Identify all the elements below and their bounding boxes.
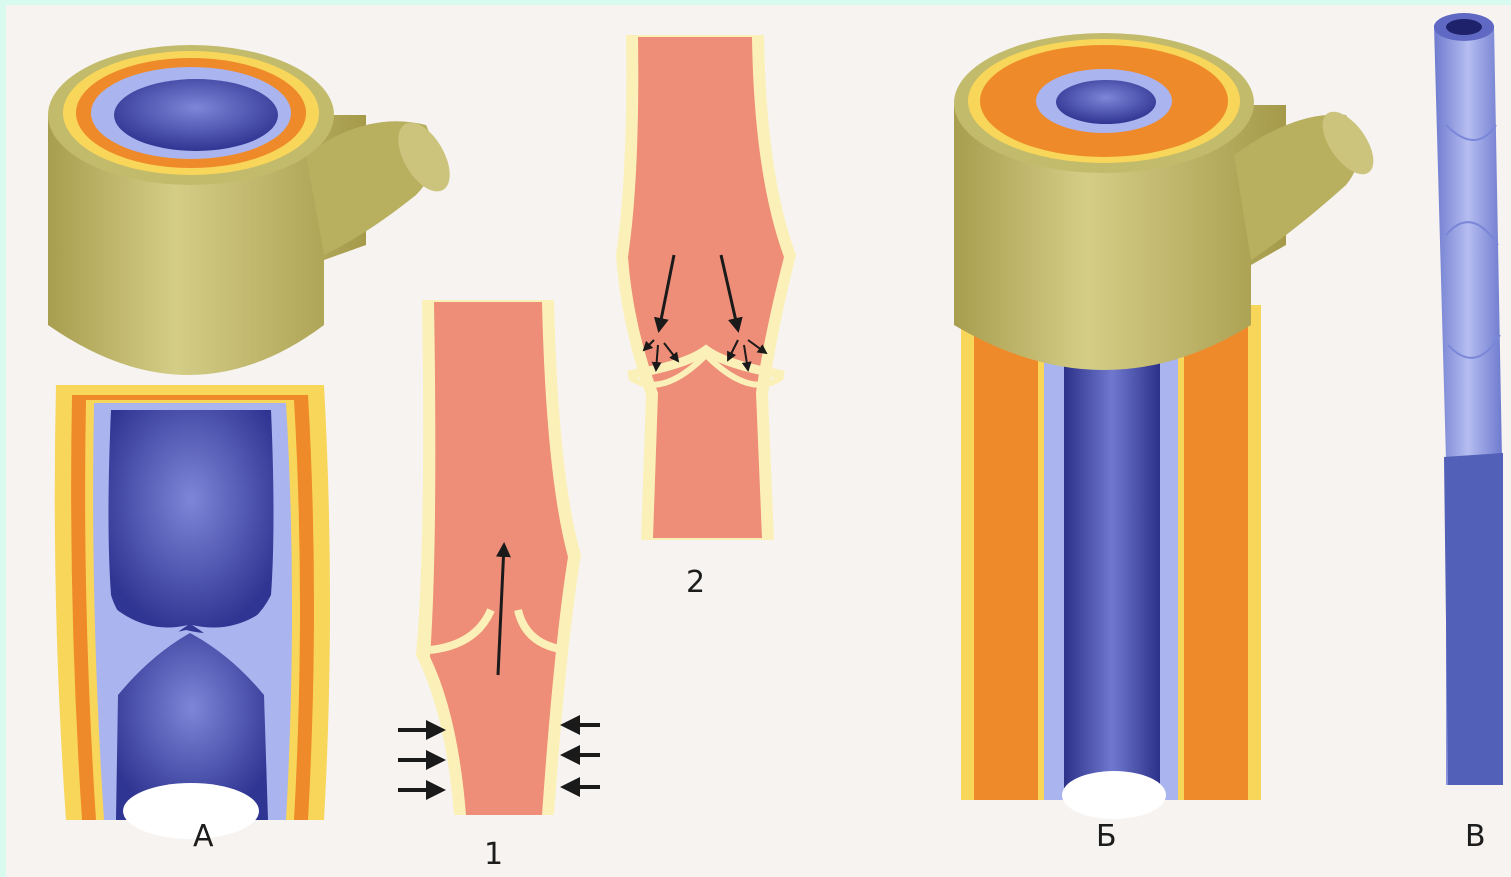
- label-capillary: В: [1465, 822, 1486, 852]
- label-artery: Б: [1096, 822, 1117, 852]
- capillary-illustration: [1434, 13, 1503, 785]
- artery-illustration: [954, 33, 1383, 819]
- compression-arrows-right: [564, 725, 600, 787]
- vein-illustration: [48, 45, 460, 839]
- compression-arrows-left: [398, 730, 442, 790]
- label-valve-closed: 2: [686, 568, 705, 598]
- blood-vessels-diagram: А 1 2 Б В: [6, 5, 1511, 877]
- label-vein: А: [193, 822, 214, 852]
- valve-open-diagram: [398, 300, 600, 815]
- label-valve-open: 1: [484, 840, 503, 870]
- valve-closed-diagram: [616, 35, 796, 540]
